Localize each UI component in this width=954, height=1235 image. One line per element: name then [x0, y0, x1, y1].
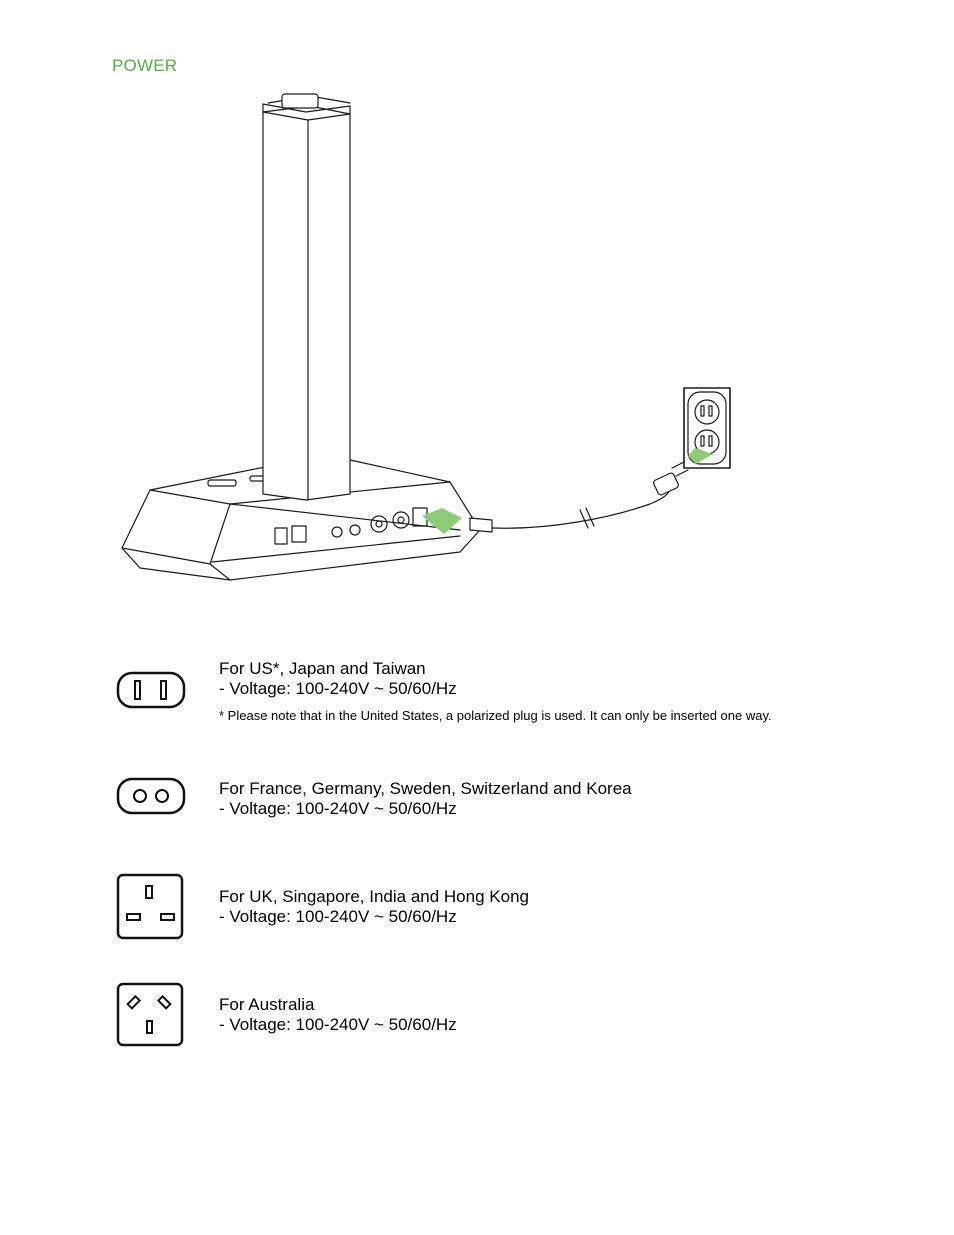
plug-description-au: For Australia - Voltage: 100-240V ~ 50/6… — [219, 995, 457, 1035]
plug-region: For France, Germany, Sweden, Switzerland… — [219, 779, 632, 798]
eu-plug-icon — [116, 777, 186, 815]
stand-cap — [281, 93, 319, 109]
polarized-plug-note: * Please note that in the United States,… — [219, 708, 772, 723]
plug-voltage: - Voltage: 100-240V ~ 50/60/Hz — [219, 1015, 457, 1034]
plug-voltage: - Voltage: 100-240V ~ 50/60/Hz — [219, 799, 457, 818]
us-plug-icon — [116, 671, 186, 709]
plug-voltage: - Voltage: 100-240V ~ 50/60/Hz — [219, 907, 457, 926]
plug-region: For Australia — [219, 995, 315, 1014]
section-title: POWER — [112, 56, 178, 75]
plug-description-eu: For France, Germany, Sweden, Switzerland… — [219, 779, 632, 819]
power-connection-illustration — [121, 93, 731, 581]
plug-voltage: - Voltage: 100-240V ~ 50/60/Hz — [219, 679, 457, 698]
arrow-to-outlet — [688, 448, 713, 464]
plug-description-uk: For UK, Singapore, India and Hong Kong -… — [219, 887, 529, 927]
stand-column — [262, 105, 351, 501]
plug-region: For UK, Singapore, India and Hong Kong — [219, 887, 529, 906]
au-plug-icon — [116, 982, 184, 1047]
power-cord — [491, 481, 676, 529]
uk-plug-icon — [116, 873, 184, 940]
plug-region: For US*, Japan and Taiwan — [219, 659, 426, 678]
plug-description-us: For US*, Japan and Taiwan - Voltage: 100… — [219, 659, 772, 726]
